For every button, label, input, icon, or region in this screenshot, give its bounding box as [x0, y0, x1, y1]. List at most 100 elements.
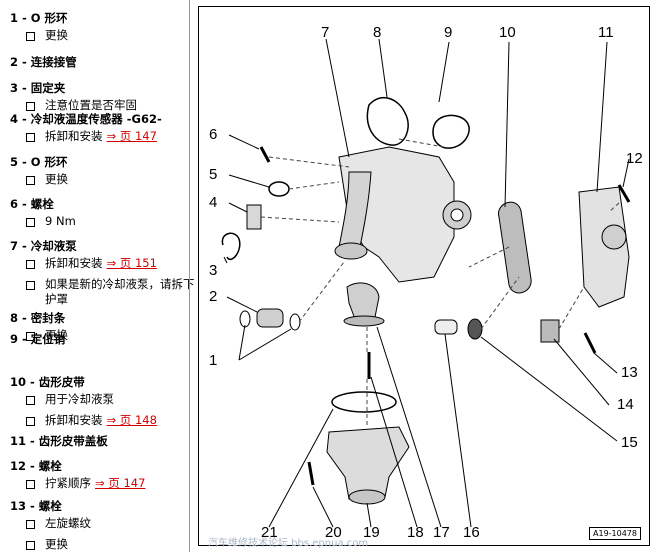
page-link[interactable]: ⇒ 页 147: [106, 129, 157, 143]
checkbox-icon: [26, 416, 35, 426]
thermostat-housing: [326, 426, 410, 500]
legend-subitem: 更换: [26, 328, 195, 343]
thermostat: [346, 282, 380, 320]
toothed-belt: [498, 201, 532, 294]
callout-17: 17: [433, 524, 450, 541]
legend-item-title: 5 - O 形环: [10, 155, 68, 169]
checkbox-icon: [26, 396, 35, 405]
callout-5: 5: [209, 166, 217, 183]
checkbox-icon: [26, 480, 35, 489]
legend-item-title: 3 - 固定夹: [10, 81, 66, 95]
legend-item-title: 10 - 齿形皮带: [10, 375, 85, 389]
legend-subitem: 拆卸和安装⇒ 页 147: [26, 129, 195, 144]
pump-inlet: [334, 242, 368, 260]
sleeve-16: [434, 319, 458, 335]
page-link[interactable]: ⇒ 页 147: [95, 476, 146, 490]
retaining-clip: [221, 232, 241, 260]
checkbox-icon: [26, 280, 35, 290]
subitem-text: 用于冷却液泵: [45, 392, 114, 406]
legend-subitem: 拧紧顺序 ⇒ 页 147: [26, 476, 195, 491]
callout-13: 13: [621, 364, 638, 381]
figure-code: A19-10478: [589, 527, 641, 540]
checkbox-icon: [26, 540, 35, 550]
callout-1: 1: [209, 352, 217, 369]
legend-item-title: 2 - 连接接管: [10, 55, 77, 69]
legend-item-title: 4 - 冷却液温度传感器 -G62-: [10, 112, 162, 126]
legend-item-title: 6 - 螺栓: [10, 197, 54, 211]
subitem-text: 更换: [45, 536, 68, 551]
o-ring-21: [331, 391, 397, 413]
legend-item-title: 12 - 螺栓: [10, 459, 62, 473]
callout-20: 20: [325, 524, 342, 541]
callout-12: 12: [626, 150, 643, 167]
page-link[interactable]: ⇒ 页 151: [106, 256, 157, 270]
callout-4: 4: [209, 194, 217, 211]
subitem-text: 拆卸和安装: [45, 129, 103, 143]
exploded-view-figure: 7 8 9 10 11 12 6 5 4 3 2 1 13 14 15 16 1…: [198, 6, 650, 546]
callout-18: 18: [407, 524, 424, 541]
legend-item-title: 13 - 螺栓: [10, 499, 62, 513]
legend-subitem: 9 Nm: [26, 214, 195, 229]
legend-subitem: 更换: [26, 28, 195, 43]
callout-11: 11: [598, 24, 614, 41]
callout-10: 10: [499, 24, 516, 41]
watermark: 汽车维修技术论坛 bbs.epnua.com: [208, 538, 369, 549]
divider: [189, 0, 190, 552]
callout-6: 6: [209, 126, 217, 143]
callout-21: 21: [261, 524, 278, 541]
bolt-20: [307, 461, 315, 486]
legend-subitem: 如果是新的冷却液泵，请拆下护罩: [26, 277, 195, 307]
callout-16: 16: [463, 524, 480, 541]
callout-9: 9: [444, 24, 452, 41]
checkbox-icon: [26, 332, 35, 341]
gear-14: [540, 319, 560, 343]
subitem-text: 9 Nm: [45, 214, 76, 228]
callout-15: 15: [621, 434, 638, 451]
subitem-text: 拧紧顺序: [45, 476, 91, 490]
callout-7: 7: [321, 24, 329, 41]
legend-item-title: 9 - 定位销: [10, 332, 66, 346]
subitem-text: 左旋螺纹: [45, 516, 91, 530]
bolt-13: [583, 332, 597, 354]
subitem-text: 注意位置是否牢固: [45, 98, 137, 112]
legend-item-title: 1 - O 形环: [10, 11, 68, 25]
o-ring-right: [289, 313, 301, 331]
legend-item-title: 8 - 密封条: [10, 311, 66, 325]
subitem-text: 更换: [45, 172, 68, 186]
subitem-text: 拆卸和安装: [45, 256, 103, 270]
legend-subitem: 注意位置是否牢固: [26, 98, 195, 113]
exploded-view-drawing: 7 8 9 10 11 12 6 5 4 3 2 1 13 14 15 16 1…: [209, 24, 643, 541]
checkbox-icon: [26, 218, 35, 227]
legend-subitem: 更换: [26, 537, 195, 552]
connecting-pipe: [256, 308, 284, 328]
legend-subitem: 左旋螺纹: [26, 516, 195, 531]
callout-14: 14: [617, 396, 634, 413]
checkbox-icon: [26, 102, 35, 111]
o-ring-left: [239, 310, 251, 328]
o-ring-5: [268, 181, 290, 197]
legend-item-title: 7 - 冷却液泵: [10, 239, 77, 253]
legend-subitem: 用于冷却液泵: [26, 392, 195, 407]
seal-ring: [432, 114, 470, 149]
legend-subitem: 拆卸和安装⇒ 页 148: [26, 413, 195, 428]
checkbox-icon: [26, 260, 35, 269]
page-link[interactable]: ⇒ 页 148: [106, 412, 157, 427]
subitem-text: 如果是新的冷却液泵，请拆下护罩: [45, 276, 195, 306]
callout-8: 8: [373, 24, 381, 41]
subitem-text: 拆卸和安装: [45, 412, 103, 427]
checkbox-icon: [26, 520, 35, 529]
seal-15: [467, 318, 483, 340]
checkbox-icon: [26, 32, 35, 41]
checkbox-icon: [26, 133, 35, 142]
legend-subitem: 更换: [26, 172, 195, 187]
subitem-text: 更换: [45, 28, 68, 42]
sealing-strip: [366, 96, 409, 146]
callout-2: 2: [209, 288, 217, 305]
bolt-6: [259, 146, 271, 163]
bolt-12: [617, 184, 631, 203]
temp-sensor: [246, 204, 262, 230]
callout-3: 3: [209, 262, 217, 279]
checkbox-icon: [26, 176, 35, 185]
legend-subitem: 拆卸和安装⇒ 页 151: [26, 256, 195, 271]
